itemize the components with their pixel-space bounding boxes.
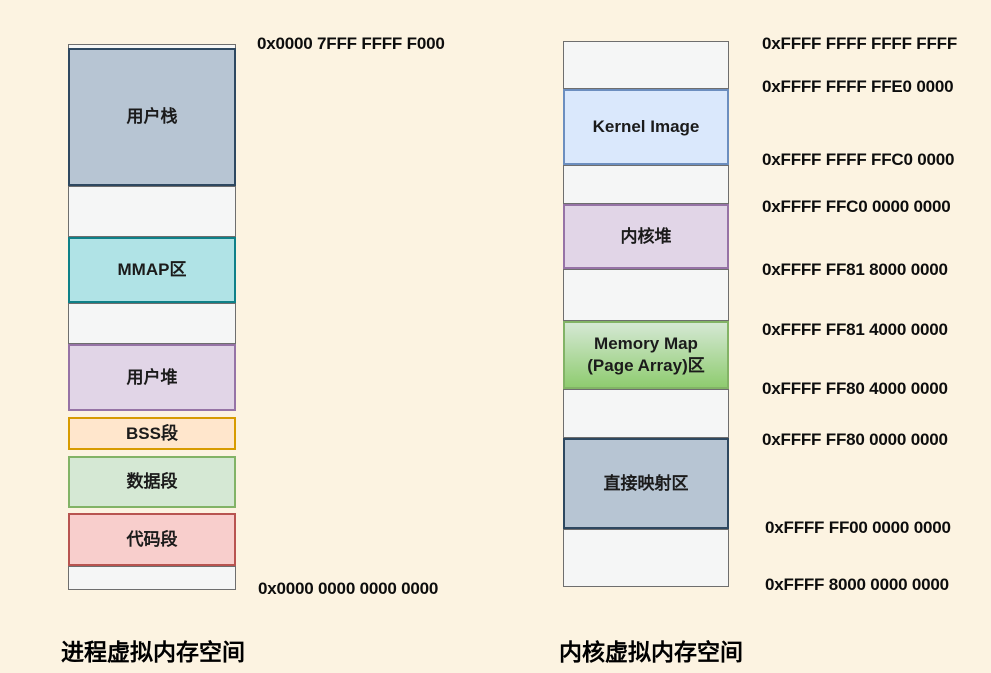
address-kernel-1: 0xFFFF FFFF FFE0 0000	[762, 77, 954, 96]
segment-code: 代码段	[68, 513, 236, 566]
address-user-space-bottom: 0x0000 0000 0000 0000	[258, 579, 439, 598]
segment-empty-stack-gap	[68, 186, 236, 237]
segment-label: 用户栈	[126, 107, 178, 126]
segment-label-line1: Memory Map	[594, 334, 698, 353]
segment-empty-bottom	[68, 566, 236, 590]
segment-mmap: MMAP区	[68, 237, 236, 303]
segment-label: MMAP区	[117, 260, 187, 279]
address-kernel-4: 0xFFFF FF81 8000 0000	[762, 260, 948, 279]
segment-label: 用户堆	[126, 367, 178, 387]
segment-kernel-heap: 内核堆	[563, 204, 729, 269]
segment-bss: BSS段	[68, 417, 236, 450]
segment-kernel-empty-2	[563, 269, 729, 321]
segment-label: Kernel Image	[592, 117, 700, 136]
address-kernel-2: 0xFFFF FFFF FFC0 0000	[762, 150, 955, 169]
segment-label-line2: (Page Array)区	[587, 356, 705, 375]
address-kernel-7: 0xFFFF FF80 0000 0000	[762, 430, 948, 449]
segment-kernel-image: Kernel Image	[563, 89, 729, 165]
address-kernel-9: 0xFFFF 8000 0000 0000	[765, 575, 949, 594]
segment-label: BSS段	[126, 423, 178, 443]
segment-direct-mapping: 直接映射区	[563, 438, 729, 529]
segment-label: 直接映射区	[603, 473, 689, 493]
caption-process-space: 进程虚拟内存空间	[61, 639, 245, 665]
address-kernel-0: 0xFFFF FFFF FFFF FFFF	[762, 34, 958, 53]
segment-memory-map-page-array: Memory Map (Page Array)区	[563, 321, 729, 389]
segment-label: 数据段	[126, 472, 178, 491]
segment-data: 数据段	[68, 456, 236, 508]
segment-kernel-empty-top	[563, 41, 729, 89]
address-kernel-6: 0xFFFF FF80 4000 0000	[762, 379, 948, 398]
segment-kernel-empty-3	[563, 389, 729, 438]
address-kernel-3: 0xFFFF FFC0 0000 0000	[762, 197, 951, 216]
segment-label: 内核堆	[620, 226, 672, 246]
address-user-space-top: 0x0000 7FFF FFFF F000	[257, 34, 445, 53]
segment-user-stack: 用户栈	[68, 48, 236, 186]
segment-kernel-empty-bottom	[563, 529, 729, 587]
segment-label: 代码段	[126, 529, 178, 549]
address-kernel-8: 0xFFFF FF00 0000 0000	[765, 518, 951, 537]
address-kernel-5: 0xFFFF FF81 4000 0000	[762, 320, 948, 339]
caption-kernel-space: 内核虚拟内存空间	[559, 639, 743, 665]
segment-user-heap: 用户堆	[68, 344, 236, 411]
segment-kernel-empty-1	[563, 165, 729, 204]
segment-empty-mmap-gap	[68, 303, 236, 344]
